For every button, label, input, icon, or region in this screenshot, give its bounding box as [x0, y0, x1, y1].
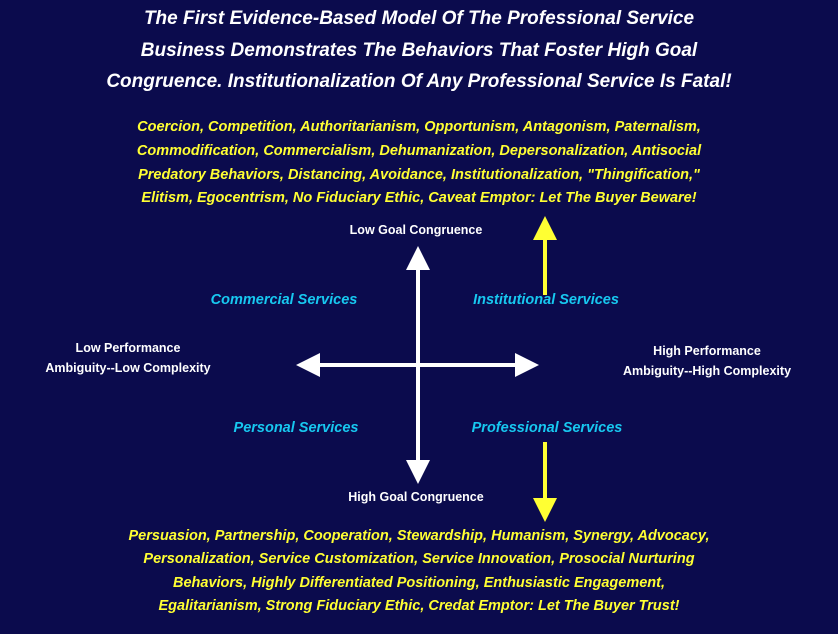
bottom-behavior-line-1: Persuasion, Partnership, Cooperation, St…: [128, 528, 710, 544]
axis-label-left-2: Ambiguity--Low Complexity: [45, 361, 211, 375]
title-line-2: Business Demonstrates The Behaviors That…: [140, 40, 698, 61]
top-behavior-line-3: Predatory Behaviors, Distancing, Avoidan…: [138, 167, 700, 183]
quadrant-professional: Professional Services: [471, 420, 623, 436]
title-line-1: The First Evidence-Based Model Of The Pr…: [143, 8, 695, 29]
axis-label-bottom: High Goal Congruence: [348, 490, 484, 504]
axis-label-left-1: Low Performance: [75, 341, 181, 355]
quadrant-institutional: Institutional Services: [473, 292, 619, 308]
title-line-3: Congruence. Institutionalization Of Any …: [106, 71, 732, 92]
axis-label-right-1: High Performance: [653, 344, 761, 358]
bottom-behavior-line-3: Behaviors, Highly Differentiated Positio…: [172, 575, 665, 591]
top-behavior-line-4: Elitism, Egocentrism, No Fiduciary Ethic…: [141, 190, 697, 206]
quadrant-commercial: Commercial Services: [210, 292, 358, 308]
axis-label-top: Low Goal Congruence: [349, 223, 483, 237]
axis-label-right-2: Ambiguity--High Complexity: [622, 364, 792, 378]
top-behavior-line-1: Coercion, Competition, Authoritarianism,…: [137, 119, 701, 135]
top-behavior-line-2: Commodification, Commercialism, Dehumani…: [136, 143, 702, 159]
bottom-behavior-line-2: Personalization, Service Customization, …: [143, 551, 695, 567]
bottom-behavior-line-4: Egalitarianism, Strong Fiduciary Ethic, …: [158, 598, 680, 614]
quadrant-personal: Personal Services: [233, 420, 359, 436]
